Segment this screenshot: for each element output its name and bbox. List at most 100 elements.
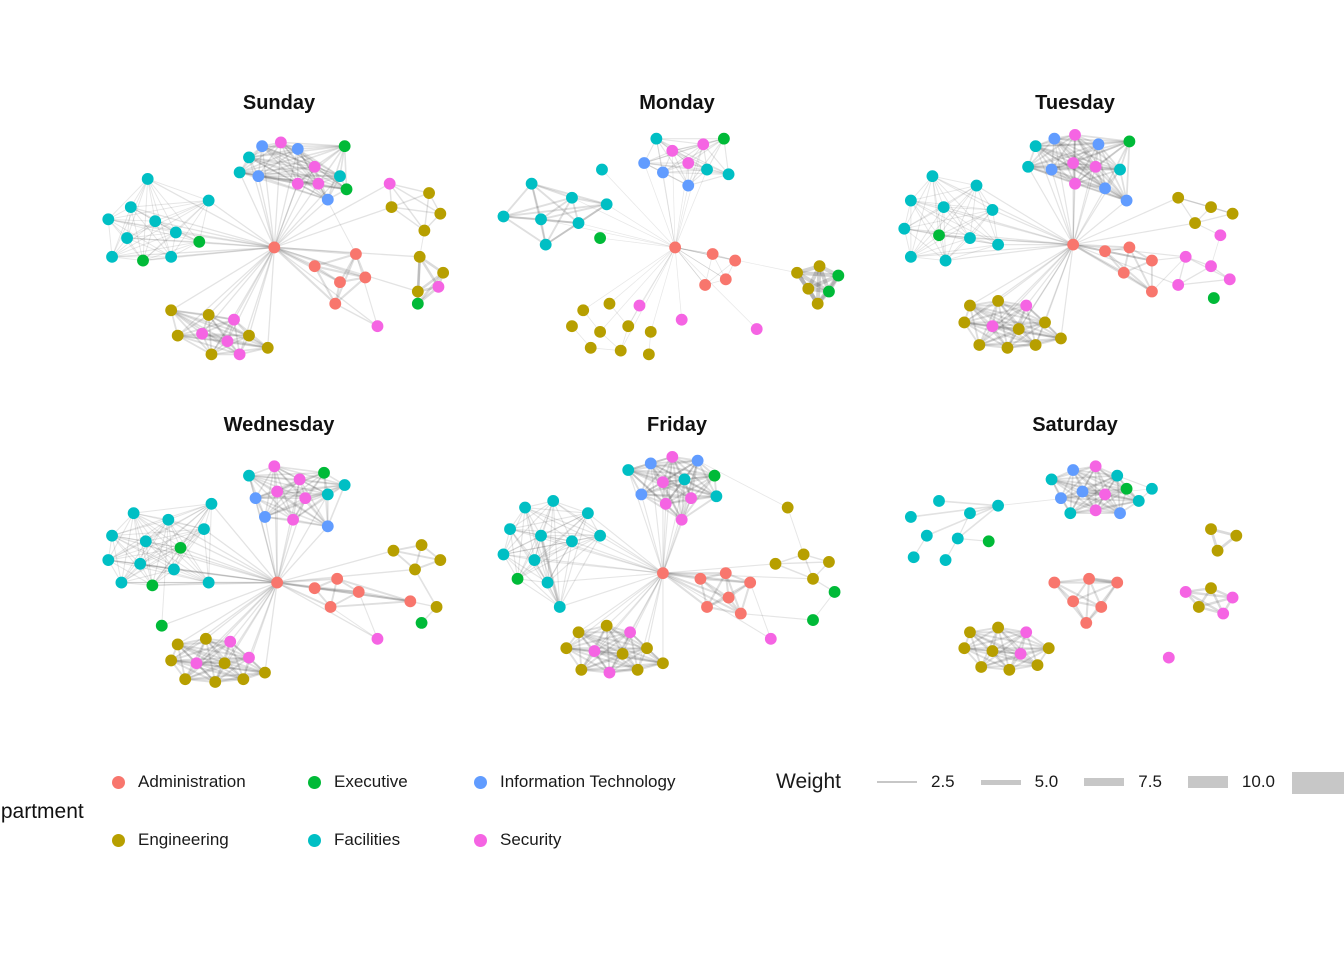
graph-node — [1189, 217, 1201, 229]
graph-edge — [661, 481, 718, 498]
graph-node — [1111, 469, 1124, 482]
graph-node — [338, 140, 351, 153]
graph-edge — [298, 478, 346, 486]
graph-edge — [133, 512, 210, 584]
graph-node — [291, 143, 304, 155]
graph-edge — [699, 577, 752, 584]
graph-edge — [530, 182, 542, 221]
graph-edge — [1072, 243, 1153, 293]
graph-edge — [968, 631, 1022, 655]
legend-item-label: Engineering — [138, 830, 229, 849]
graph-node — [261, 341, 274, 354]
graph-edge — [111, 535, 141, 565]
graph-node — [958, 642, 971, 655]
graph-node — [321, 520, 334, 533]
graph-edge — [931, 175, 993, 211]
graph-node — [1226, 591, 1239, 604]
graph-edge — [273, 246, 421, 258]
graph-edge — [107, 528, 205, 561]
graph-edge — [599, 535, 664, 574]
graph-edge — [276, 519, 294, 584]
graph-node — [243, 651, 255, 664]
graph-edge — [1034, 145, 1121, 171]
graph-edge — [133, 503, 212, 514]
graph-node — [584, 341, 597, 354]
graph-edge — [273, 246, 337, 305]
graph-edge — [111, 241, 200, 258]
graph-edge — [254, 465, 276, 499]
graph-edge — [963, 321, 1009, 349]
graph-edge — [170, 309, 235, 321]
graph-edge — [203, 528, 278, 584]
graph-edge — [1094, 140, 1131, 168]
graph-edge — [629, 572, 664, 633]
graph-edge — [1034, 145, 1097, 168]
graph-edge — [107, 218, 156, 222]
graph-edge — [147, 178, 200, 243]
graph-edge — [145, 540, 210, 584]
graph-edge — [317, 145, 346, 185]
graph-edge — [540, 535, 561, 608]
graph-edge — [649, 462, 716, 477]
graph-node — [237, 673, 250, 686]
graph-edge — [176, 314, 210, 337]
graph-edge — [1125, 140, 1131, 202]
graph-edge — [674, 185, 689, 248]
graph-edge — [509, 528, 519, 580]
graph-edge — [509, 500, 554, 530]
graph-edge — [671, 455, 718, 498]
graph-edge — [997, 626, 1050, 650]
graph-edge — [910, 209, 993, 258]
graph-edge — [1025, 304, 1037, 346]
graph-edge — [1025, 244, 1074, 307]
graph-edge — [390, 206, 442, 215]
graph-edge — [1081, 490, 1121, 515]
graph-node — [106, 250, 118, 263]
graph-edge — [204, 637, 250, 659]
graph-edge — [662, 456, 673, 574]
graph-edge — [173, 528, 205, 570]
graph-edge — [516, 512, 589, 580]
graph-edge — [261, 145, 275, 249]
graph-edge — [273, 198, 329, 249]
graph-node — [992, 294, 1004, 307]
graph-edge — [264, 581, 278, 674]
legend-item-engineering: Engineering — [112, 824, 308, 856]
graph-node — [553, 601, 566, 613]
facet-monday: Monday — [478, 88, 876, 390]
graph-node — [1064, 507, 1077, 520]
graph-node — [525, 177, 538, 190]
graph-node — [259, 666, 271, 679]
graph-edge — [926, 504, 999, 537]
graph-edge — [1008, 647, 1050, 671]
network-panel-monday — [497, 132, 845, 361]
graph-edge — [1006, 321, 1046, 349]
graph-edge — [963, 647, 1039, 667]
graph-edge — [180, 547, 210, 584]
graph-edge — [130, 206, 144, 262]
graph-node — [1172, 279, 1185, 291]
weight-sample-overflow — [1292, 772, 1344, 794]
graph-edge — [273, 141, 282, 249]
graph-edge — [1097, 143, 1128, 202]
graph-node — [1223, 273, 1236, 286]
graph-node — [1022, 160, 1035, 173]
graph-node — [293, 473, 306, 486]
graph-edge — [1050, 478, 1106, 496]
graph-node — [657, 657, 669, 670]
graph-edge — [978, 337, 1062, 346]
graph-node — [1067, 595, 1080, 608]
graph-edge — [133, 512, 141, 565]
graph-edge — [1177, 265, 1212, 286]
weight-sample-label: 2.5 — [930, 772, 955, 791]
graph-edge — [565, 647, 664, 665]
graph-node — [1111, 576, 1124, 589]
graph-edge — [680, 474, 716, 521]
graph-edge — [1081, 474, 1119, 493]
graph-edge — [969, 237, 1074, 246]
graph-node — [729, 254, 742, 267]
graph-node — [904, 511, 917, 523]
graph-edge — [502, 553, 549, 584]
graph-edge — [207, 314, 241, 356]
